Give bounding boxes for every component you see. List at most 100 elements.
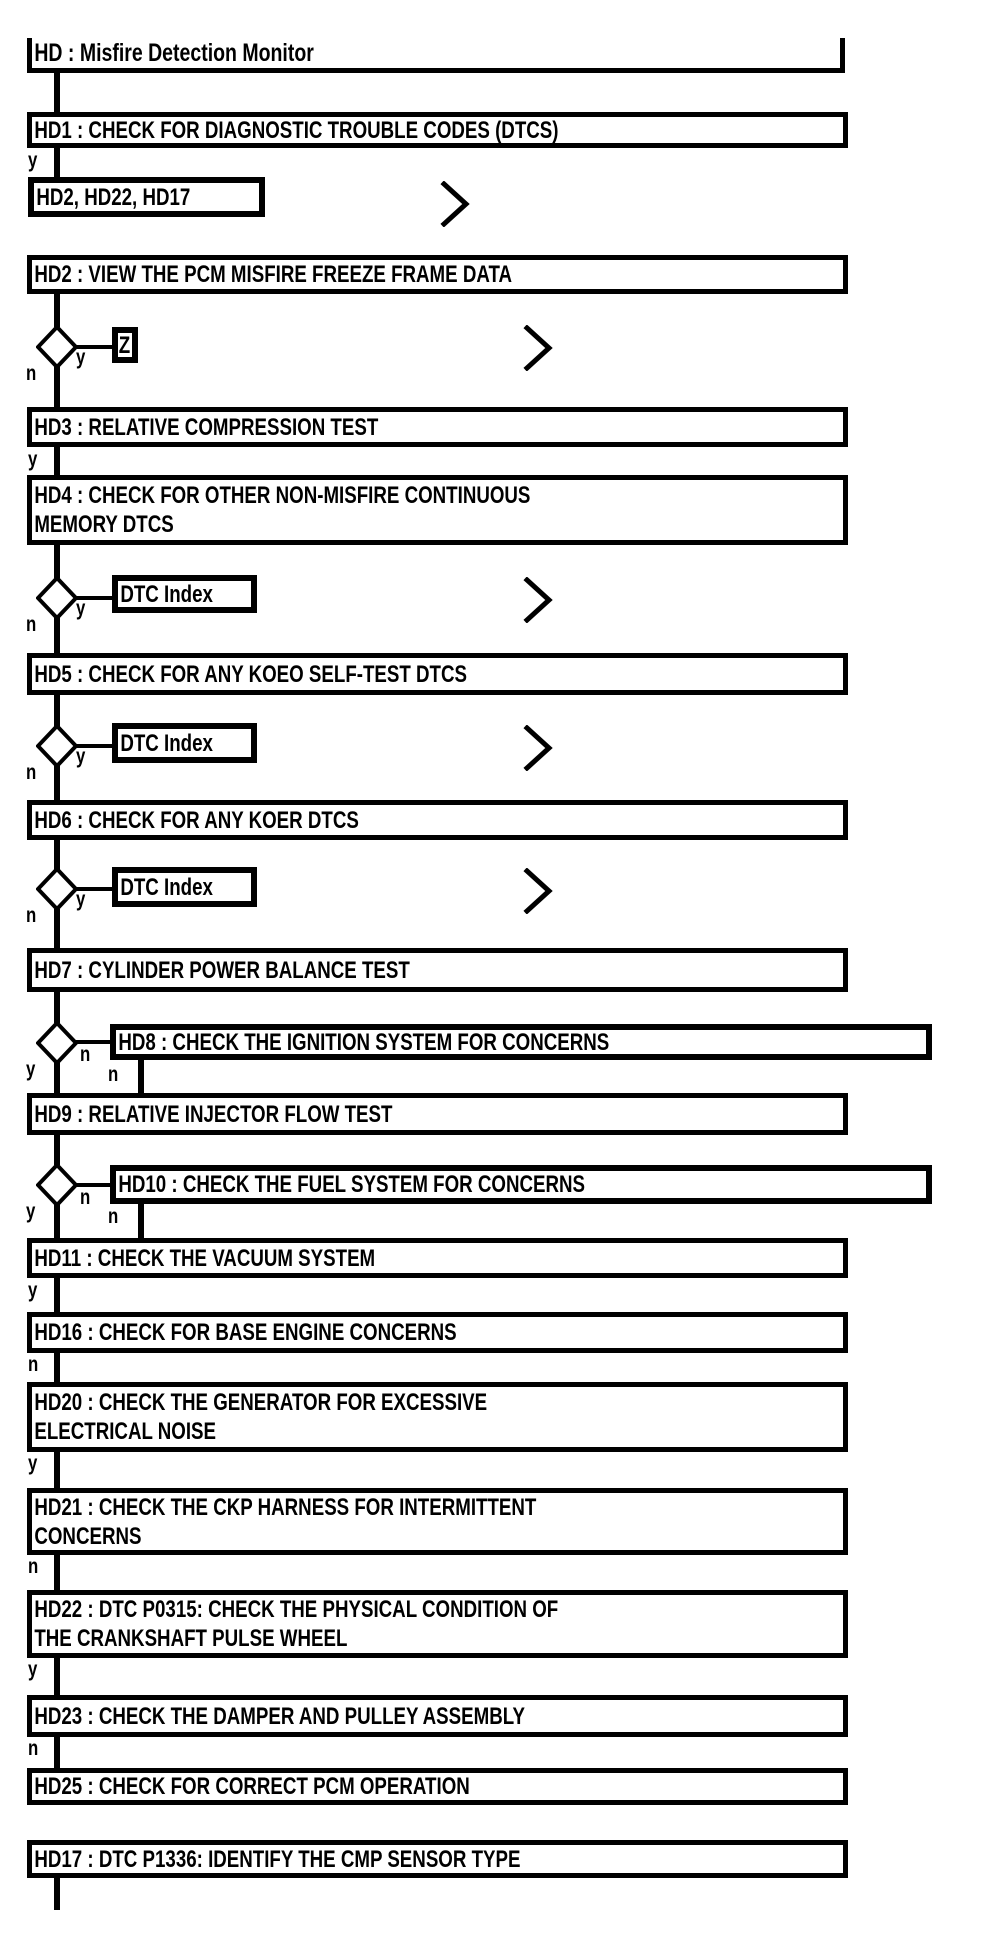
branch-label-yes: y (28, 1279, 38, 1302)
reference-label: Z (118, 331, 131, 359)
branch-label-yes: y (76, 597, 86, 620)
chevron-right-icon (523, 325, 553, 371)
reference-label: DTC Index (120, 873, 213, 901)
connector-line (54, 1278, 60, 1312)
node-label: HD8 : CHECK THE IGNITION SYSTEM FOR CONC… (118, 1028, 610, 1056)
connector-line (54, 1203, 60, 1238)
branch-label-no: n (26, 362, 37, 385)
node-label: HD23 : CHECK THE DAMPER AND PULLEY ASSEM… (34, 1702, 525, 1730)
branch-label-no: n (26, 613, 37, 636)
branch-label-no: n (26, 904, 37, 927)
decision-diamond (36, 1021, 78, 1065)
node-label: HD10 : CHECK THE FUEL SYSTEM FOR CONCERN… (118, 1171, 585, 1198)
node-label: HD21 : CHECK THE CKP HARNESS FOR INTERMI… (34, 1493, 537, 1550)
branch-label-no: n (108, 1063, 119, 1086)
chart-title-text: HD : Misfire Detection Monitor (34, 38, 314, 67)
chevron-right-icon (440, 181, 470, 227)
branch-label-no: n (28, 1555, 39, 1578)
branch-label-no: n (28, 1353, 39, 1376)
node-label: HD17 : DTC P1336: IDENTIFY THE CMP SENSO… (34, 1845, 521, 1873)
reference-box-dtc-index[interactable]: DTC Index (112, 867, 257, 907)
node-hd5[interactable]: HD5 : CHECK FOR ANY KOEO SELF-TEST DTCS (27, 653, 848, 695)
node-hd25[interactable]: HD25 : CHECK FOR CORRECT PCM OPERATION (27, 1768, 848, 1805)
branch-label-yes: y (26, 1058, 36, 1081)
node-hd9[interactable]: HD9 : RELATIVE INJECTOR FLOW TEST (27, 1093, 848, 1135)
node-hd7[interactable]: HD7 : CYLINDER POWER BALANCE TEST (27, 948, 848, 992)
decision-diamond (36, 867, 78, 911)
branch-label-yes: y (28, 448, 38, 471)
branch-label-yes: y (76, 346, 86, 369)
node-hd11[interactable]: HD11 : CHECK THE VACUUM SYSTEM (27, 1238, 848, 1278)
reference-box-z[interactable]: Z (112, 327, 138, 363)
node-label: HD20 : CHECK THE GENERATOR FOR EXCESSIVE… (34, 1389, 488, 1445)
reference-label: DTC Index (120, 580, 213, 608)
connector-line (54, 992, 60, 1023)
connector-line (54, 909, 60, 948)
connector-line (74, 887, 112, 891)
connector-line (54, 1061, 60, 1093)
connector-line (74, 596, 112, 600)
connector-line (54, 447, 60, 475)
branch-label-no: n (26, 761, 37, 784)
node-label: HD3 : RELATIVE COMPRESSION TEST (34, 413, 379, 441)
connector-line (54, 840, 60, 870)
connector-line (74, 345, 112, 349)
branch-label-yes: y (76, 745, 86, 768)
connector-line (54, 294, 60, 327)
node-hd1[interactable]: HD1 : CHECK FOR DIAGNOSTIC TROUBLE CODES… (27, 112, 848, 148)
node-label: HD1 : CHECK FOR DIAGNOSTIC TROUBLE CODES… (34, 116, 559, 144)
connector-line (54, 148, 60, 177)
branch-label-yes: y (26, 1200, 36, 1223)
node-label: HD22 : DTC P0315: CHECK THE PHYSICAL CON… (34, 1596, 559, 1652)
reference-box-dtc-index[interactable]: DTC Index (112, 575, 257, 613)
reference-box-step-list[interactable]: HD2, HD22, HD17 (28, 177, 265, 217)
decision-diamond (36, 576, 78, 620)
connector-line (74, 1183, 110, 1187)
node-label: HD25 : CHECK FOR CORRECT PCM OPERATION (34, 1773, 470, 1800)
reference-box-dtc-index[interactable]: DTC Index (112, 723, 257, 763)
connector-line (54, 545, 60, 578)
connector-line (54, 765, 60, 800)
branch-label-no: n (108, 1205, 119, 1228)
connector-line (54, 1135, 60, 1165)
node-label: HD9 : RELATIVE INJECTOR FLOW TEST (34, 1100, 393, 1128)
connector-line (54, 1658, 60, 1695)
connector-line (138, 1204, 144, 1238)
node-hd10[interactable]: HD10 : CHECK THE FUEL SYSTEM FOR CONCERN… (110, 1165, 932, 1204)
branch-label-yes: y (76, 888, 86, 911)
node-label: HD2 : VIEW THE PCM MISFIRE FREEZE FRAME … (34, 261, 513, 288)
connector-line (54, 1452, 60, 1488)
node-hd3[interactable]: HD3 : RELATIVE COMPRESSION TEST (27, 407, 848, 447)
node-hd20[interactable]: HD20 : CHECK THE GENERATOR FOR EXCESSIVE… (27, 1382, 848, 1452)
node-hd16[interactable]: HD16 : CHECK FOR BASE ENGINE CONCERNS (27, 1312, 848, 1353)
reference-label: DTC Index (120, 729, 213, 757)
decision-diamond (36, 1163, 78, 1207)
branch-label-no: n (80, 1043, 91, 1066)
branch-label-yes: y (28, 1658, 38, 1681)
node-hd8[interactable]: HD8 : CHECK THE IGNITION SYSTEM FOR CONC… (110, 1024, 932, 1060)
node-label: HD7 : CYLINDER POWER BALANCE TEST (34, 956, 410, 984)
connector-line (74, 744, 112, 748)
connector-line (138, 1060, 144, 1093)
node-label: HD16 : CHECK FOR BASE ENGINE CONCERNS (34, 1319, 457, 1346)
node-hd21[interactable]: HD21 : CHECK THE CKP HARNESS FOR INTERMI… (27, 1488, 848, 1555)
connector-line (54, 365, 60, 407)
node-hd2[interactable]: HD2 : VIEW THE PCM MISFIRE FREEZE FRAME … (27, 255, 848, 294)
connector-line (54, 1737, 60, 1768)
connector-line (54, 73, 60, 112)
node-hd17[interactable]: HD17 : DTC P1336: IDENTIFY THE CMP SENSO… (27, 1840, 848, 1878)
node-hd4[interactable]: HD4 : CHECK FOR OTHER NON-MISFIRE CONTIN… (27, 475, 848, 545)
connector-line (54, 617, 60, 653)
connector-line (54, 695, 60, 727)
decision-diamond (36, 325, 78, 369)
decision-diamond (36, 724, 78, 768)
node-label: HD5 : CHECK FOR ANY KOEO SELF-TEST DTCS (34, 660, 468, 688)
node-hd22[interactable]: HD22 : DTC P0315: CHECK THE PHYSICAL CON… (27, 1590, 848, 1658)
reference-label: HD2, HD22, HD17 (36, 183, 191, 211)
node-hd6[interactable]: HD6 : CHECK FOR ANY KOER DTCS (27, 800, 848, 840)
connector-line (54, 1878, 60, 1910)
node-hd23[interactable]: HD23 : CHECK THE DAMPER AND PULLEY ASSEM… (27, 1695, 848, 1737)
connector-line (54, 1555, 60, 1590)
branch-label-no: n (28, 1737, 39, 1760)
